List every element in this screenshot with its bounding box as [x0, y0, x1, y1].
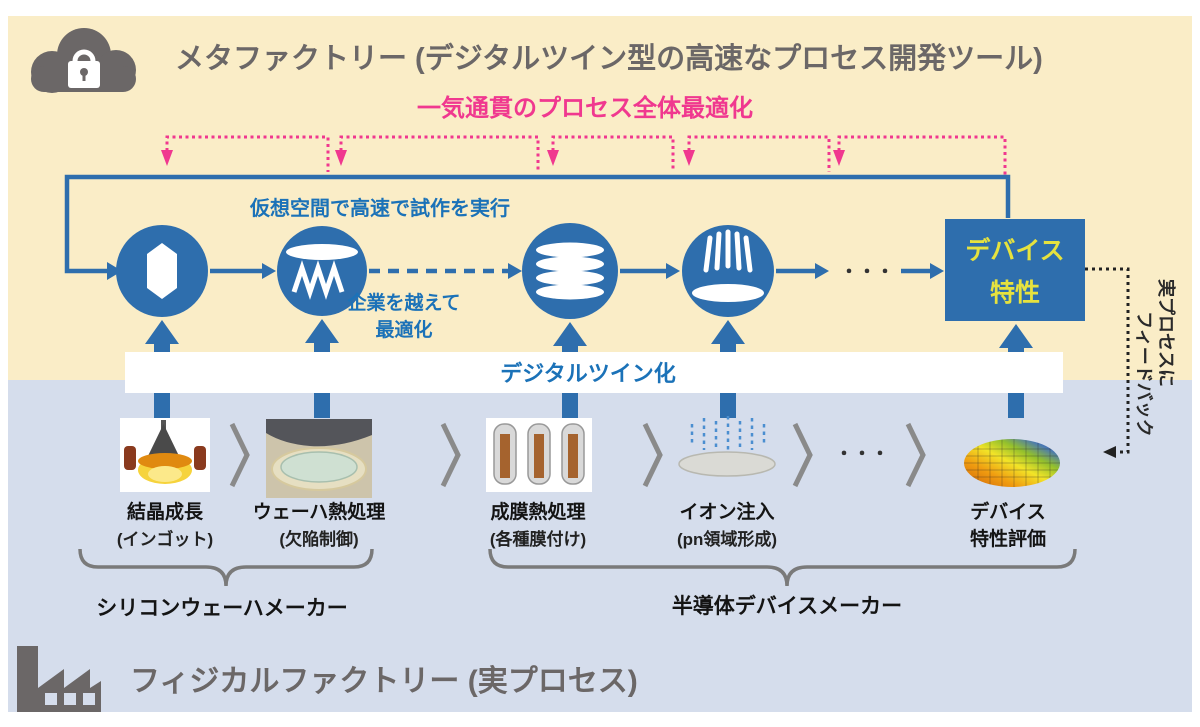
- step-2-name: ウェーハ熱処理: [253, 500, 386, 523]
- step-5-name: デバイス: [970, 500, 1045, 523]
- device-characteristics-box: デバイス 特性: [945, 219, 1085, 321]
- physical-ellipsis: ・・・: [835, 444, 889, 464]
- meta-factory-title: メタファクトリー (デジタルツイン型の高速なプロセス開発ツール): [175, 41, 1043, 75]
- loop-arrowhead: [107, 262, 122, 280]
- step-3-sub: (各種膜付け): [490, 529, 586, 549]
- device-wafer-photo: [964, 439, 1060, 487]
- step-4-sub: (pn領域形成): [677, 529, 777, 549]
- furnace-tubes-photo: [486, 418, 592, 492]
- digital-twin-band-label: デジタルツイン化: [500, 361, 676, 386]
- group-semiconductor-device-maker: 半導体デバイスメーカー: [672, 594, 902, 618]
- step-4-name: イオン注入: [679, 500, 774, 523]
- process-node-crystal: [116, 225, 208, 317]
- device-box-line2: 特性: [990, 279, 1040, 307]
- ion-implant-photo: [678, 416, 776, 477]
- step-3-name: 成膜熱処理: [490, 500, 585, 523]
- step-1-sub: (インゴット): [117, 529, 213, 549]
- feedback-note-line1: 実プロセスに: [1156, 279, 1177, 387]
- factory-icon: [17, 646, 101, 712]
- optimization-arrows: [165, 135, 1007, 175]
- optimization-arrowheads: [161, 150, 845, 166]
- feedback-note-line2: フィードバック: [1134, 311, 1154, 437]
- device-box-line1: デバイス: [965, 236, 1064, 265]
- physical-factory-title: フィジカルファクトリー (実プロセス): [130, 665, 638, 698]
- virtual-ellipsis: ・・・: [840, 262, 894, 282]
- wafer-anneal-photo: [266, 419, 372, 498]
- crystal-growth-photo: [120, 418, 210, 492]
- real-process-feedback-line: [1085, 267, 1130, 454]
- step-labels: 結晶成長 (インゴット) ウェーハ熱処理 (欠陥制御) 成膜熱処理 (各種膜付け…: [117, 500, 1046, 550]
- film-stack-icon: [536, 242, 604, 300]
- group-silicon-wafer-maker: シリコンウェーハメーカー: [96, 597, 348, 620]
- virtual-loop-line: [64, 174, 1011, 274]
- optimization-label: 一気通貫のプロセス全体最適化: [417, 94, 753, 122]
- process-node-wafer-anneal: [277, 226, 367, 316]
- ion-implant-icon: [703, 229, 753, 273]
- feedback-arrowhead: [1103, 446, 1116, 458]
- wafer-anneal-icon: [286, 244, 358, 300]
- virtual-run-label: 仮想空間で高速で試作を実行: [249, 196, 510, 220]
- process-node-ion-implant: [682, 225, 774, 317]
- process-node-film-stack: [522, 223, 618, 319]
- step-5-sub: 特性評価: [970, 527, 1046, 550]
- cloud-lock-icon: [31, 28, 136, 93]
- step-1-name: 結晶成長: [127, 500, 204, 523]
- crystal-ingot-icon: [147, 243, 177, 299]
- step-2-sub: (欠陥制御): [279, 529, 358, 549]
- cross-company-label-line1: 企業を越えて: [346, 291, 460, 314]
- digital-twin-band: [125, 352, 1063, 393]
- step-chevrons: [229, 422, 926, 488]
- cross-company-label-line2: 最適化: [375, 318, 432, 341]
- maker-braces: [78, 548, 1077, 587]
- process-flow-arrowheads: [262, 263, 944, 279]
